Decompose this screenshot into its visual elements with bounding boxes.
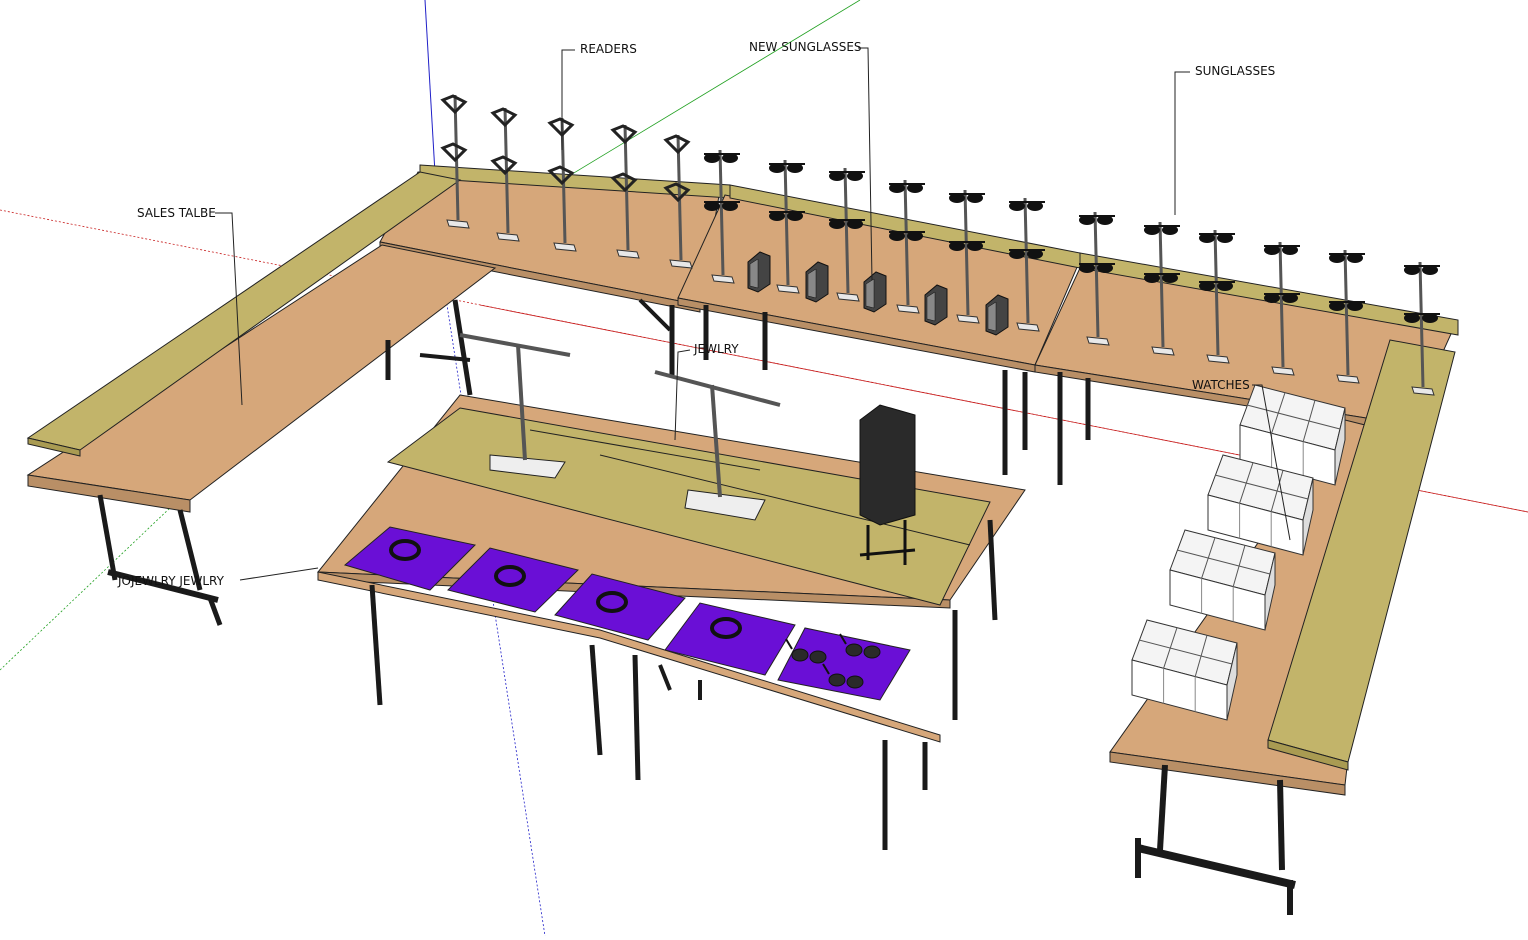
jewelry-pad-3[interactable] <box>554 573 686 641</box>
eyewear-rack-icon[interactable] <box>769 159 805 294</box>
label-leaders <box>215 47 1291 581</box>
eyewear-racks <box>440 94 1440 396</box>
new-sunglasses-label: NEW SUNGLASSES <box>749 40 862 54</box>
watch-box-icon[interactable] <box>1239 384 1346 486</box>
eyewear-rack-icon[interactable] <box>1264 241 1300 376</box>
eyewear-rack-icon[interactable] <box>949 189 985 324</box>
watches-leader <box>1252 384 1291 541</box>
center-island-table[interactable] <box>316 394 1026 850</box>
readers-leader <box>561 49 575 150</box>
bracelet-icon <box>494 565 526 587</box>
eyewear-rack-icon[interactable] <box>610 124 640 259</box>
sunglasses-icon[interactable] <box>839 633 881 659</box>
eyewear-rack-icon[interactable] <box>889 179 925 314</box>
jewelry-tbar-stand-2[interactable] <box>654 370 781 521</box>
display-panel[interactable] <box>863 271 887 313</box>
eyewear-rack-icon[interactable] <box>1009 197 1045 332</box>
sales-table-leader <box>215 212 243 406</box>
bracelet-icon <box>389 539 421 561</box>
jewelry-tbar-stand-1[interactable] <box>459 333 571 479</box>
display-panel[interactable] <box>924 284 948 326</box>
eyewear-rack-icon[interactable] <box>1329 249 1365 384</box>
jewelry-center-leader <box>674 349 691 441</box>
jewelry-center-label: JEWLRY <box>694 342 739 356</box>
eyewear-rack-icon[interactable] <box>490 107 520 242</box>
display-panel[interactable] <box>985 294 1009 336</box>
eyewear-rack-icon[interactable] <box>547 117 577 252</box>
jewelry-pads <box>343 526 911 701</box>
sunglasses-label: SUNGLASSES <box>1195 64 1276 78</box>
eyewear-rack-icon[interactable] <box>1199 229 1235 364</box>
loose-sunglasses <box>785 633 881 689</box>
watch-box-icon[interactable] <box>1207 454 1314 556</box>
sunglasses-icon[interactable] <box>822 663 864 689</box>
jewelry-left-leader <box>239 567 319 581</box>
watch-box-icon[interactable] <box>1169 529 1276 631</box>
sunglasses-icon[interactable] <box>785 638 827 664</box>
eyewear-rack-icon[interactable] <box>1144 221 1180 356</box>
sunglasses-leader <box>1174 71 1190 215</box>
watches-label: WATCHES <box>1192 378 1250 392</box>
sales-table[interactable] <box>26 171 497 626</box>
eyewear-rack-icon[interactable] <box>1079 211 1115 346</box>
eyewear-rack-icon[interactable] <box>663 134 693 269</box>
readers-label: READERS <box>580 42 637 56</box>
sales-table-label: SALES TALBE <box>137 206 216 220</box>
new-sunglasses-displays <box>747 251 1009 336</box>
jewelry-left-label: JOJEWLRY JEWLRY <box>118 574 224 588</box>
display-panel[interactable] <box>805 261 829 303</box>
jewelry-pad-2[interactable] <box>447 547 579 613</box>
jewelry-pad-4[interactable] <box>664 602 796 676</box>
eyewear-rack-icon[interactable] <box>440 94 470 229</box>
bracelet-icon <box>710 617 742 639</box>
bracelets <box>389 539 742 639</box>
eyewear-rack-icon[interactable] <box>829 167 865 302</box>
new-sunglasses-leader <box>858 47 873 281</box>
watch-box-icon[interactable] <box>1131 619 1238 721</box>
eyewear-rack-icon[interactable] <box>704 149 740 284</box>
spinner-display-rack[interactable] <box>859 404 916 565</box>
bracelet-icon <box>596 591 628 613</box>
display-panel[interactable] <box>747 251 771 293</box>
jewelry-pad-5[interactable] <box>777 627 911 701</box>
watch-boxes <box>1131 384 1346 721</box>
eyewear-rack-icon[interactable] <box>1404 261 1440 396</box>
